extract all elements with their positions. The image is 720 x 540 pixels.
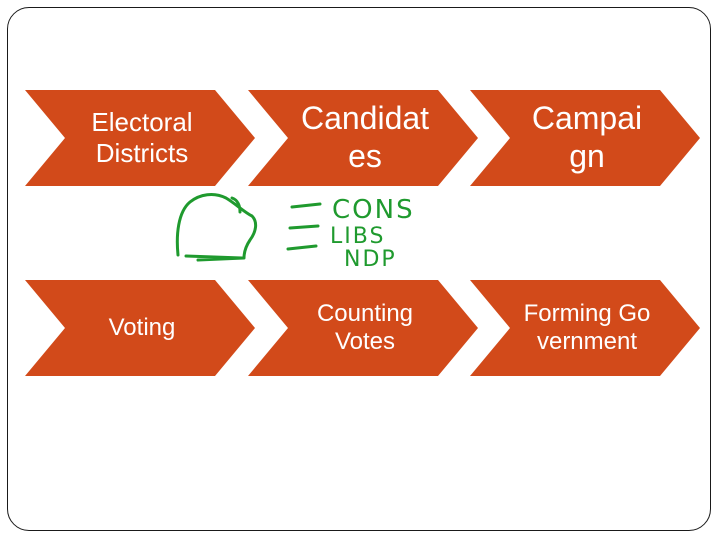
chevron-label: Campaign [531, 100, 643, 174]
chevron-electoral-districts: Electoral Districts [25, 90, 255, 186]
handwritten-party-ndp: NDP [344, 247, 397, 272]
chevron-label: Forming Government [523, 299, 651, 355]
chevron-label: Candidates [300, 100, 430, 174]
chevron-label: Electoral Districts [91, 107, 193, 168]
chevron-label: Voting [108, 313, 176, 341]
handwritten-party-libs: LIBS [330, 224, 385, 249]
hand-drawn-map-sketch [175, 193, 258, 262]
ink-dash-3 [286, 244, 318, 251]
ink-dash-2 [288, 224, 320, 230]
chevron-label: Counting Votes [316, 299, 414, 355]
ink-dash-1 [290, 202, 322, 209]
handwritten-party-cons: CONS [332, 195, 415, 225]
